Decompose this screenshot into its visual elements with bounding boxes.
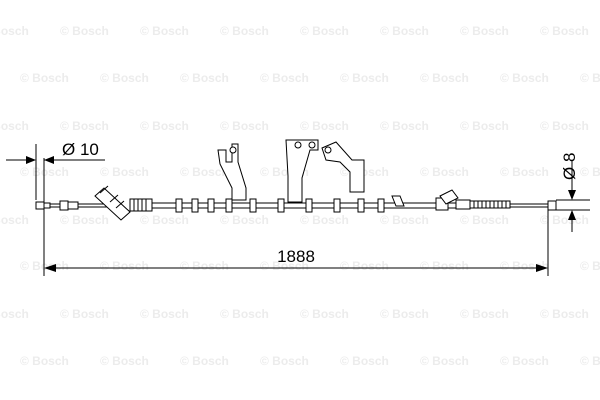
watermark-text: © Bosch — [260, 259, 309, 273]
watermark-text: © Bosch — [0, 119, 29, 133]
watermark-text: © Bosch — [580, 165, 600, 179]
watermark-text: © Bosch — [380, 307, 429, 321]
watermark-text: © Bosch — [140, 213, 189, 227]
watermark-text: © Bosch — [500, 354, 549, 368]
watermark-text: © Bosch — [60, 24, 109, 38]
watermark-text: © Bosch — [0, 307, 29, 321]
watermark-text: © Bosch — [420, 165, 469, 179]
watermark-layer: © Bosch © Bosch © Bosch © Bosch © Bosch © Bos… — [0, 24, 600, 368]
left-diameter-label: Ø 10 — [62, 140, 99, 159]
watermark-text: © Bosch — [460, 119, 509, 133]
watermark-text: © Bosch — [140, 307, 189, 321]
watermark-text: © Bosch — [500, 71, 549, 85]
watermark-text: © Bosch — [180, 71, 229, 85]
watermark-text: © Bosch — [300, 307, 349, 321]
watermark-text: © Bosch — [100, 165, 149, 179]
cable-clips — [175, 198, 385, 213]
watermark-text: © Bosch — [500, 165, 549, 179]
left-diameter-dimension: Ø 10 — [6, 140, 105, 200]
watermark-text: © Bosch — [180, 354, 229, 368]
watermark-text: © Bosch — [580, 354, 600, 368]
watermark-text: © Bosch — [580, 259, 600, 273]
watermark-text: © Bosch — [300, 24, 349, 38]
watermark-text: © Bosch — [580, 71, 600, 85]
watermark-text: © Bosch — [60, 213, 109, 227]
watermark-text: © Bosch — [220, 119, 269, 133]
watermark-text: © Bosch — [0, 213, 29, 227]
right-fitting — [391, 189, 471, 211]
watermark-text: © Bosch — [220, 307, 269, 321]
watermark-text: © Bosch — [460, 24, 509, 38]
watermark-text: © Bosch — [20, 354, 69, 368]
left-end-fitting — [35, 200, 79, 211]
watermark-text: © Bosch — [180, 165, 229, 179]
watermark-text: © Bosch — [340, 71, 389, 85]
watermark-text: © Bosch — [380, 119, 429, 133]
watermark-text: © Bosch — [340, 259, 389, 273]
watermark-text: © Bosch — [460, 307, 509, 321]
watermark-text: © Bosch — [180, 259, 229, 273]
watermark-text: © Bosch — [0, 24, 29, 38]
length-dimension: 1888 — [43, 158, 549, 276]
length-label: 1888 — [277, 247, 315, 266]
watermark-text: © Bosch — [420, 259, 469, 273]
brake-cable — [35, 139, 557, 221]
watermark-text: © Bosch — [60, 307, 109, 321]
watermark-text: © Bosch — [220, 24, 269, 38]
right-end-nipple — [547, 200, 557, 211]
watermark-text: © Bosch — [540, 24, 589, 38]
ribbed-sleeve — [129, 198, 153, 212]
watermark-text: © Bosch — [380, 213, 429, 227]
watermark-text: © Bosch — [100, 259, 149, 273]
watermark-text: © Bosch — [260, 354, 309, 368]
watermark-text: © Bosch — [260, 71, 309, 85]
watermark-text: © Bosch — [300, 119, 349, 133]
watermark-text: © Bosch — [340, 354, 389, 368]
watermark-text: © Bosch — [540, 213, 589, 227]
right-bracket — [321, 141, 365, 193]
watermark-text: © Bosch — [420, 354, 469, 368]
middle-bracket — [285, 139, 319, 203]
threaded-rod — [469, 200, 511, 209]
angled-grommet — [94, 185, 131, 221]
watermark-text: © Bosch — [420, 71, 469, 85]
watermark-text: © Bosch — [100, 71, 149, 85]
watermark-text: © Bosch — [460, 213, 509, 227]
watermark-text: © Bosch — [380, 24, 429, 38]
watermark-text: © Bosch — [140, 24, 189, 38]
watermark-text: © Bosch — [140, 119, 189, 133]
watermark-text: © Bosch — [300, 213, 349, 227]
watermark-text: © Bosch — [220, 213, 269, 227]
watermark-text: © Bosch — [20, 71, 69, 85]
left-bracket — [217, 143, 247, 201]
watermark-text: © Bosch — [60, 119, 109, 133]
watermark-text: © Bosch — [540, 307, 589, 321]
watermark-text: © Bosch — [540, 119, 589, 133]
right-diameter-label: Ø 8 — [560, 153, 579, 180]
right-diameter-dimension: Ø 8 — [556, 153, 590, 232]
watermark-text: © Bosch — [100, 354, 149, 368]
